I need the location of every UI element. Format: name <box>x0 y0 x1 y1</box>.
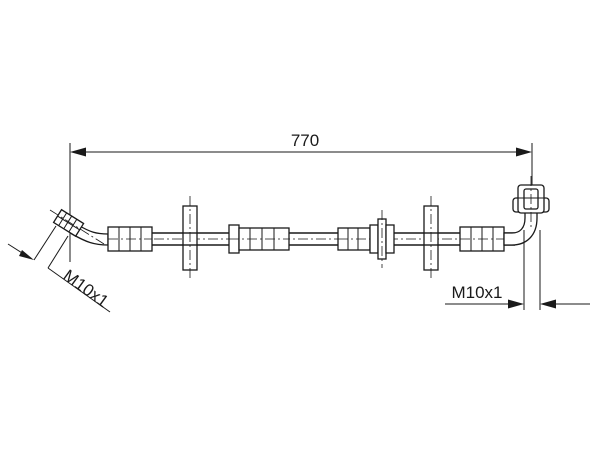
protective-sleeve-1 <box>228 224 290 254</box>
crimp-ferrule-2 <box>459 226 505 252</box>
right-bend <box>503 211 538 246</box>
left-fitting <box>49 208 109 246</box>
length-dimension: 770 <box>69 131 533 262</box>
left-fitting-axis <box>49 209 105 245</box>
length-arrow-left <box>70 147 86 157</box>
left-thread-label: M10x1 <box>60 266 112 311</box>
crimp-ferrule-1 <box>107 226 153 252</box>
right-thread-dimension: M10x1 <box>445 230 590 310</box>
mounting-bracket-1 <box>182 196 198 280</box>
protective-sleeve-2 <box>337 227 371 251</box>
hose-body <box>108 232 515 246</box>
left-thread-leader <box>47 267 111 313</box>
center-collar <box>369 210 395 268</box>
length-arrow-right <box>516 147 532 157</box>
right-thread-arrow-left <box>508 299 524 309</box>
left-thread-ext-1 <box>33 225 57 261</box>
length-label: 770 <box>291 131 319 150</box>
mounting-bracket-2 <box>423 196 439 280</box>
right-fitting <box>503 176 550 246</box>
left-thread-arrow <box>19 250 34 260</box>
left-fitting-nut <box>52 208 85 238</box>
left-thread-ext-2 <box>47 235 69 269</box>
right-thread-label: M10x1 <box>451 283 502 302</box>
right-thread-arrow-right <box>540 299 556 309</box>
